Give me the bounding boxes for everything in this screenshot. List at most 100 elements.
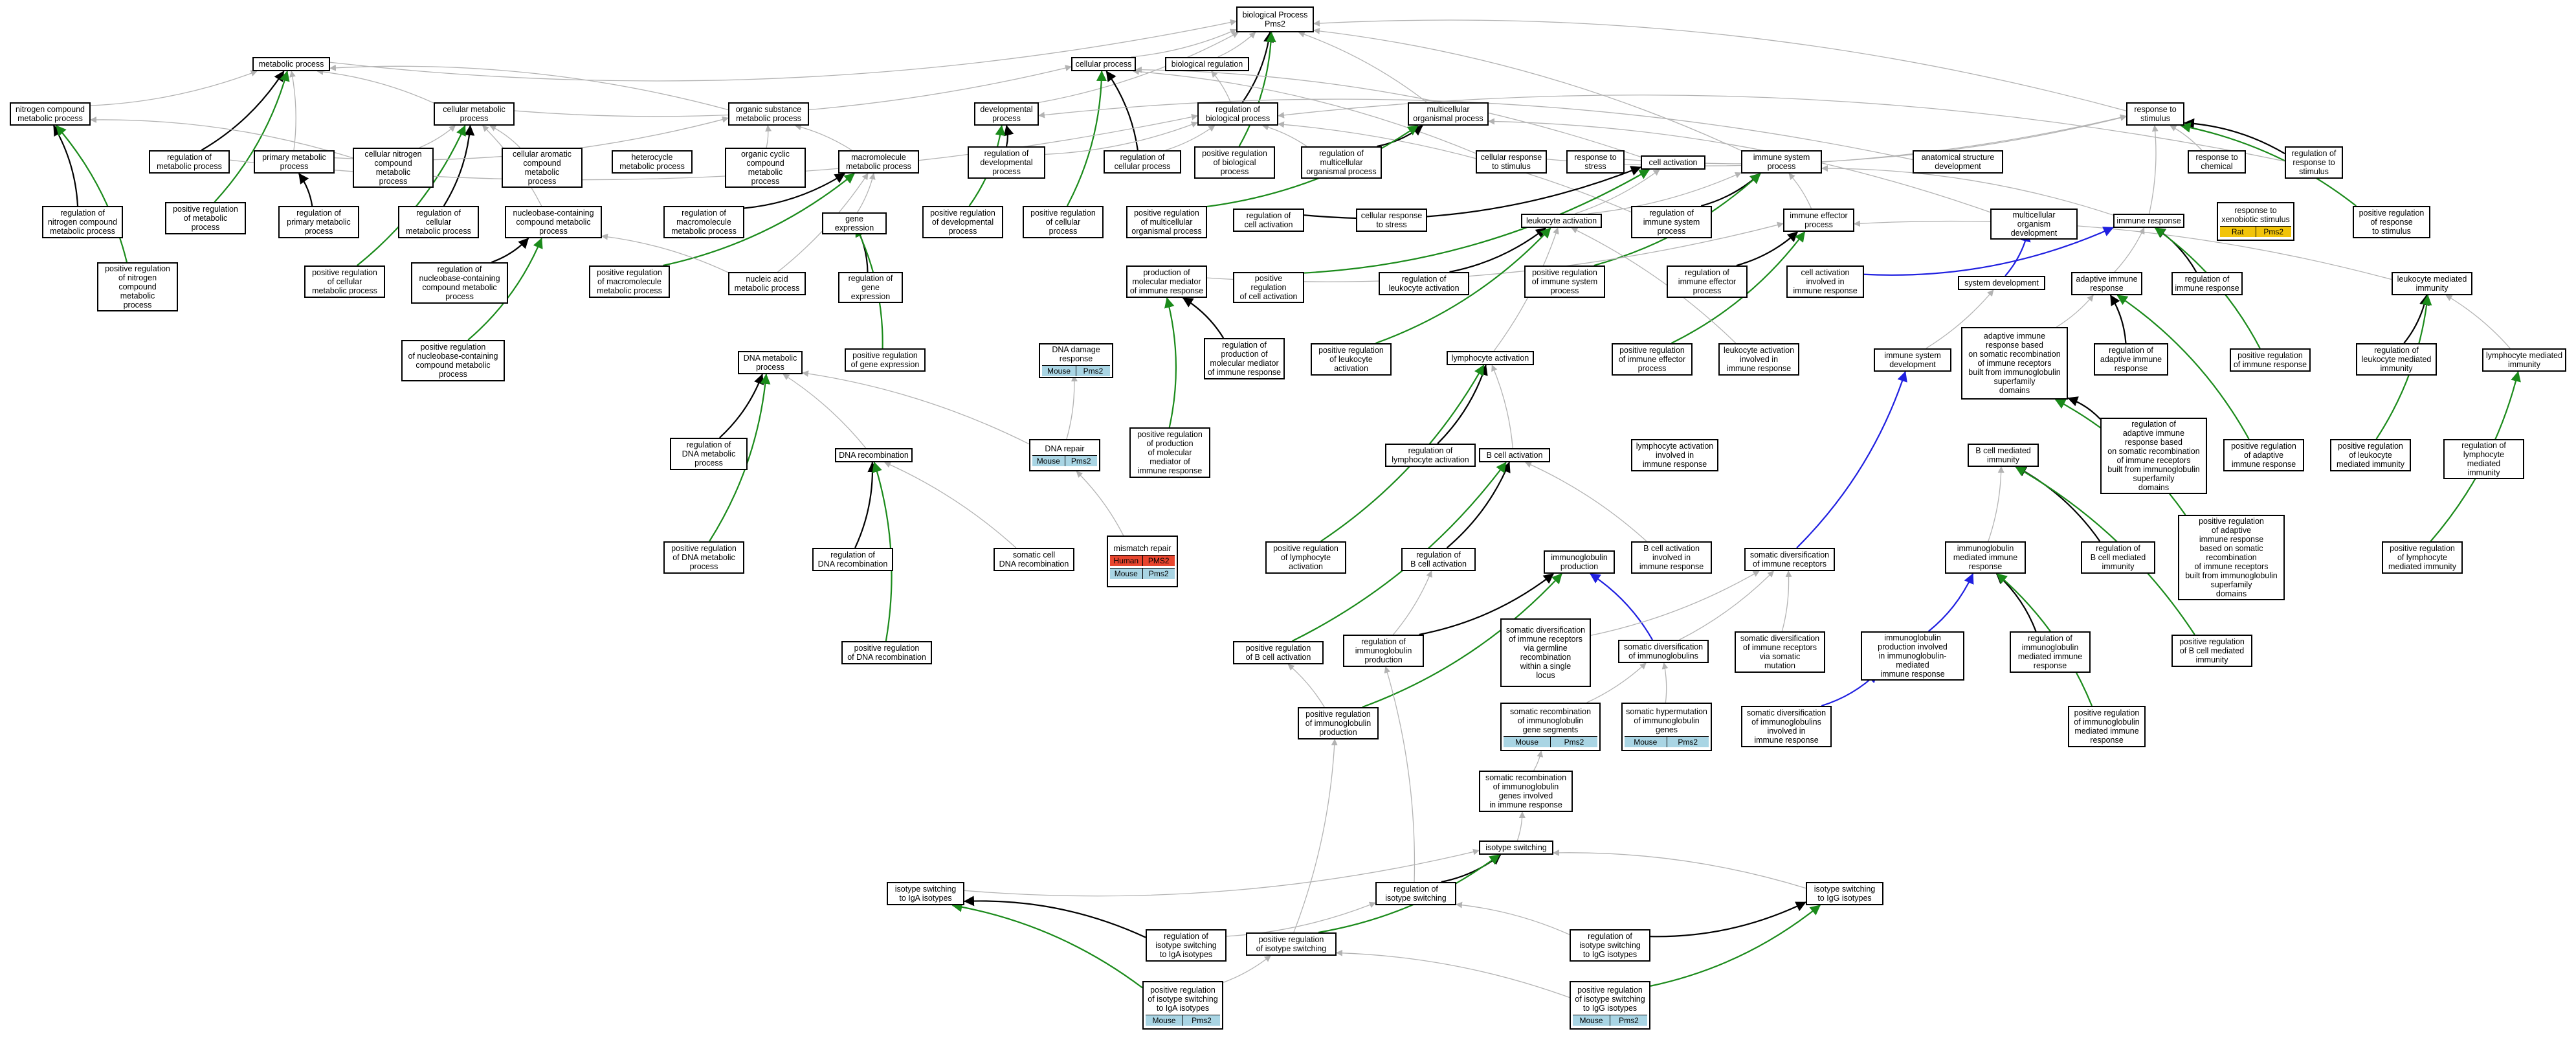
go-term-node[interactable]: immune response <box>2113 214 2184 228</box>
go-term-node[interactable]: cellular process <box>1071 57 1136 71</box>
go-term-node[interactable]: cell activation <box>1641 155 1705 170</box>
go-term-node[interactable]: system development <box>1958 276 2045 290</box>
go-term-node[interactable]: DNA recombination <box>835 448 913 462</box>
go-term-node[interactable]: metabolic process <box>252 57 330 71</box>
go-term-node[interactable]: biological regulation <box>1165 57 1249 71</box>
go-term-node[interactable]: isotype switching <box>1479 841 1553 855</box>
go-term-node[interactable]: lymphocyte activation <box>1447 351 1534 365</box>
go-term-node[interactable]: B cell activation <box>1479 448 1550 462</box>
go-term-node[interactable]: leukocyte activation <box>1521 214 1602 228</box>
